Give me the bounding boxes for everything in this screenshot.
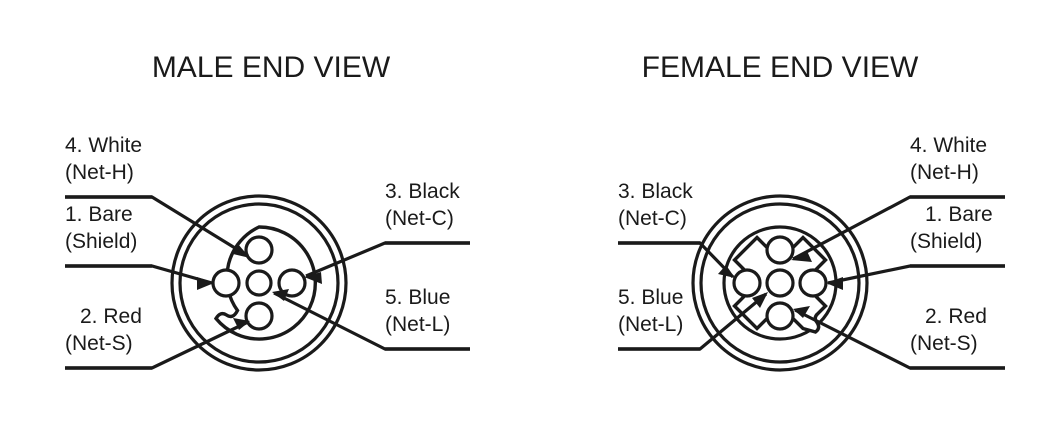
female-outer-ring — [691, 194, 869, 372]
female-label-black-name: 3. Black — [618, 180, 693, 203]
female-connector-body — [691, 194, 869, 372]
male-arrow-white — [233, 244, 250, 258]
male-pin-bottom-2 — [244, 301, 274, 331]
male-pin-right-3 — [277, 268, 307, 298]
female-label-white-net: (Net-H) — [910, 161, 979, 184]
male-label-bare-net: (Shield) — [65, 230, 137, 253]
female-view-title: FEMALE END VIEW — [642, 51, 919, 84]
female-label-underlines — [618, 195, 1005, 370]
male-label-white-name: 4. White — [65, 134, 142, 157]
male-label-bare-name: 1. Bare — [65, 203, 133, 226]
female-label-blue-net: (Net-L) — [618, 313, 683, 336]
female-outer-ring-inner — [699, 202, 861, 364]
male-label-white-net: (Net-H) — [65, 161, 134, 184]
male-label-red-net: (Net-S) — [65, 332, 133, 355]
female-pin-center-5 — [765, 268, 795, 298]
female-label-black-net: (Net-C) — [618, 207, 687, 230]
male-label-underlines — [65, 195, 470, 370]
male-pin-top-4 — [244, 235, 274, 265]
male-label-black-name: 3. Black — [385, 180, 460, 203]
male-view-title: MALE END VIEW — [152, 51, 391, 84]
female-arrow-white — [791, 251, 812, 262]
male-label-blue-name: 5. Blue — [385, 286, 450, 309]
female-pin-left-3 — [732, 268, 762, 298]
female-pin-set — [732, 235, 828, 331]
female-label-red-net: (Net-S) — [910, 332, 978, 355]
female-label-white-name: 4. White — [910, 134, 987, 157]
male-arrow-red — [233, 318, 250, 330]
female-end-view-group: FEMALE END VIEW — [618, 51, 1005, 372]
female-pin-bottom-2 — [765, 301, 795, 331]
female-label-blue-name: 5. Blue — [618, 286, 683, 309]
male-label-blue-net: (Net-L) — [385, 313, 450, 336]
male-leader-bare — [65, 264, 213, 285]
female-leader-bare — [827, 264, 1005, 285]
male-end-view-group: MALE END VIEW — [65, 51, 470, 372]
female-label-bare-net: (Shield) — [910, 230, 982, 253]
female-labels: 3. Black (Net-C) 5. Blue (Net-L) 4. Whit… — [618, 134, 993, 355]
female-label-bare-name: 1. Bare — [925, 203, 993, 226]
male-label-red-name: 2. Red — [80, 305, 142, 328]
male-arrow-black — [304, 272, 322, 284]
female-arrow-red — [793, 306, 810, 318]
male-outer-ring-inner — [178, 202, 340, 364]
male-arrow-blue — [272, 289, 289, 301]
female-label-red-name: 2. Red — [925, 305, 987, 328]
male-label-black-net: (Net-C) — [385, 207, 454, 230]
male-arrow-bare — [197, 277, 214, 290]
male-pin-center-5 — [245, 269, 273, 297]
male-outer-ring — [170, 194, 348, 372]
male-labels: 4. White (Net-H) 1. Bare (Shield) 2. Red… — [65, 134, 460, 355]
female-arrow-bare — [826, 277, 843, 290]
female-leader-black — [618, 241, 735, 279]
female-arrow-blue — [752, 292, 768, 308]
male-pin-left-1 — [211, 268, 241, 298]
female-pin-top-4 — [765, 235, 795, 265]
female-arrow-black — [718, 265, 735, 278]
female-pin-right-1 — [798, 268, 828, 298]
